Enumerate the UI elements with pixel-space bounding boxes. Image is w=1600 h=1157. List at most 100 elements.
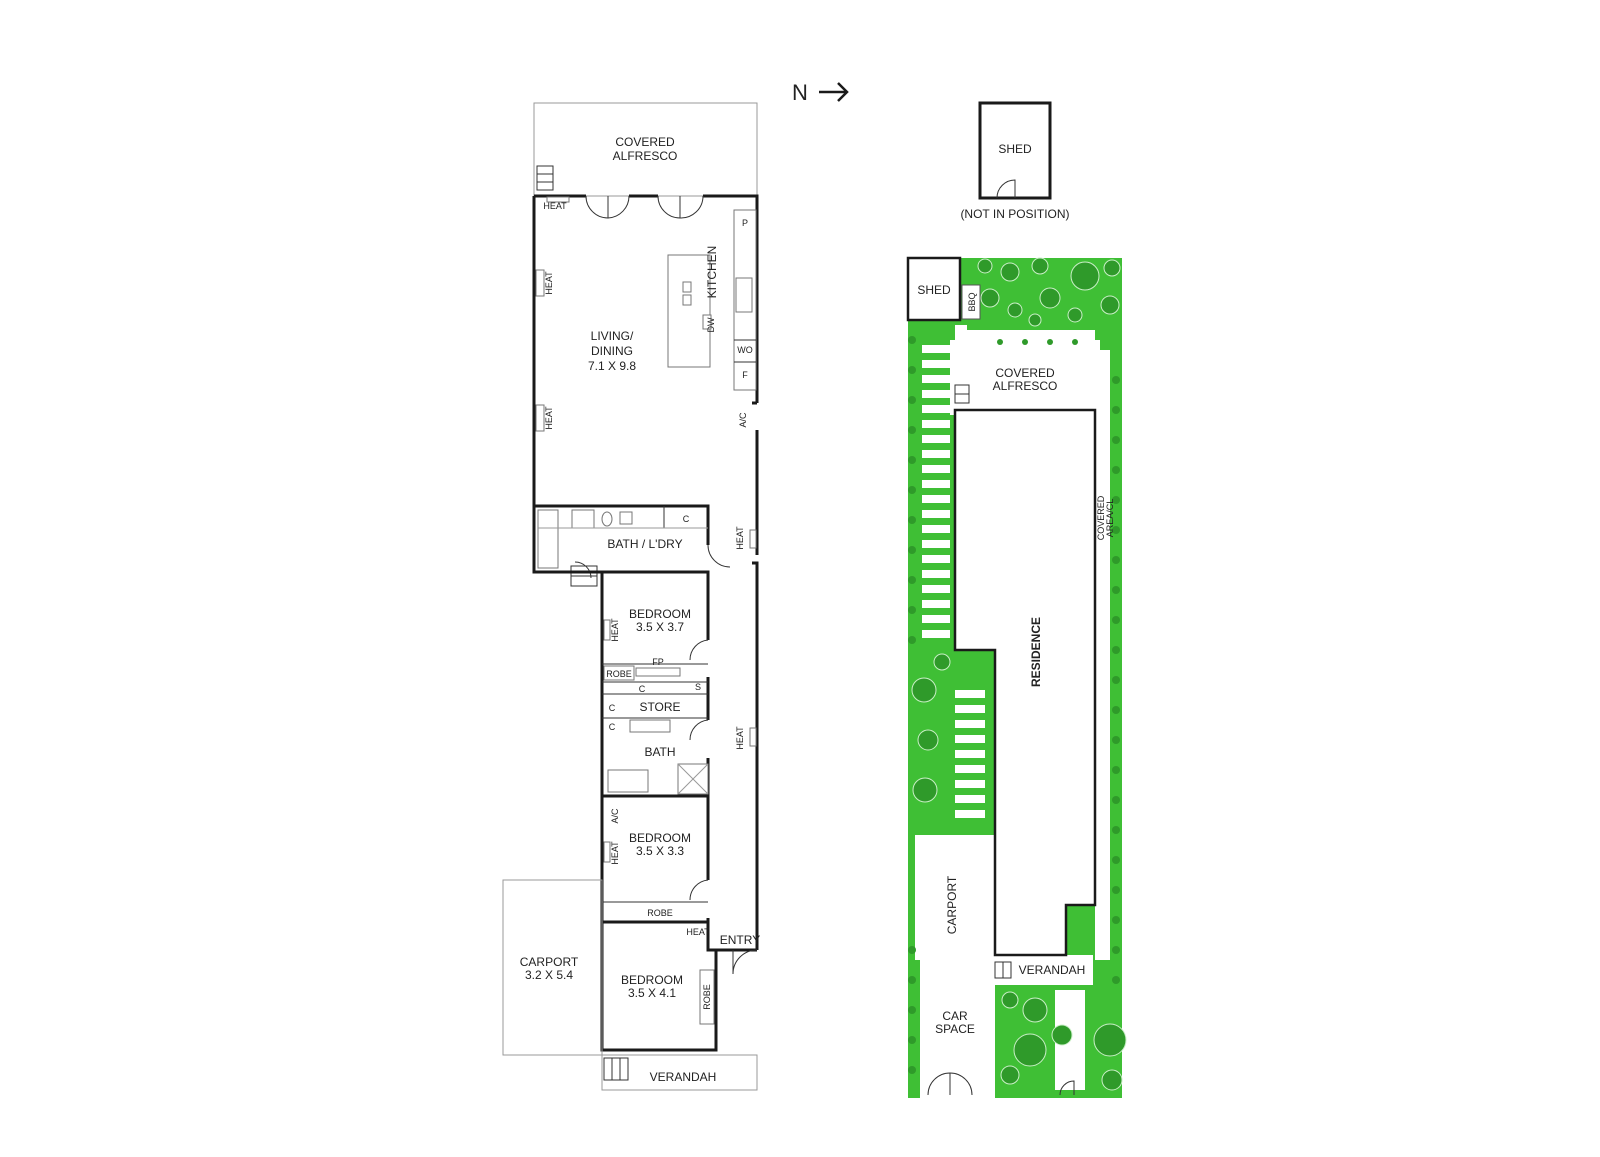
fridge-label: F <box>742 370 748 380</box>
vanity-icon <box>571 509 595 529</box>
bedroom-3-label: BEDROOM <box>621 973 683 987</box>
cupboard-label: C <box>609 722 616 732</box>
residence-outline <box>953 408 1097 957</box>
sink-icon <box>682 281 692 293</box>
heater-label: HEAT <box>544 406 554 430</box>
heater-icon <box>749 727 757 747</box>
dishwasher-icon <box>702 314 712 330</box>
heater-label: HEAT <box>610 841 620 865</box>
shed-detached-label: SHED <box>998 142 1032 156</box>
living-dining-label-2: DINING <box>591 344 633 358</box>
bedroom-2-size: 3.5 X 3.3 <box>636 844 684 858</box>
shed-not-in-position-note: (NOT IN POSITION) <box>960 207 1069 221</box>
verandah-outline <box>601 1054 758 1091</box>
steps-icon <box>536 165 554 191</box>
living-dining-size: 7.1 X 9.8 <box>588 359 636 373</box>
car-space-label-1: CAR <box>942 1009 968 1023</box>
shed <box>906 256 962 322</box>
door-icon <box>689 879 709 901</box>
kitchen-island <box>667 254 711 368</box>
covered-alfresco-label-1: COVERED <box>615 135 675 149</box>
site-verandah-label: VERANDAH <box>1019 963 1086 977</box>
wall-oven-label: WO <box>737 345 753 355</box>
north-indicator: N <box>792 80 849 105</box>
robe <box>603 665 635 681</box>
toilet-icon <box>601 511 613 527</box>
residence-label: RESIDENCE <box>1029 617 1043 687</box>
sink-icon <box>682 294 692 306</box>
gate-icon <box>927 1072 1075 1096</box>
door-icon <box>689 719 709 741</box>
verandah-area <box>993 955 1093 985</box>
bbq <box>961 284 981 320</box>
pantry-label: P <box>742 218 748 228</box>
site-carport-label: CARPORT <box>945 875 959 934</box>
site-covered-alfresco-label-2: ALFRESCO <box>993 379 1058 393</box>
cupboard-label: C <box>609 703 616 713</box>
floor-plan: COVERED ALFRESCO DW P WO F KITCHEN <box>502 102 760 1091</box>
ac-label: A/C <box>610 808 620 824</box>
verandah-label: VERANDAH <box>650 1070 717 1084</box>
robe-label: ROBE <box>702 984 712 1010</box>
heater-label: HEAT <box>544 271 554 295</box>
bathtub-icon <box>537 509 559 569</box>
site-covered-alfresco-label-1: COVERED <box>995 366 1055 380</box>
heater-label: HEAT <box>686 927 710 937</box>
site-plan: SHED (NOT IN POSITION) <box>906 101 1127 1100</box>
vanity-icon <box>629 719 671 733</box>
car-space-label-2: SPACE <box>935 1022 975 1036</box>
covered-area-label-1: COVERED <box>1096 495 1106 540</box>
covered-alfresco-label-2: ALFRESCO <box>613 149 678 163</box>
door-icon <box>996 179 1016 199</box>
heater-icon <box>535 404 545 432</box>
door-icon <box>707 544 731 568</box>
heater-icon <box>603 619 611 641</box>
bedroom-wing-walls <box>566 570 757 1052</box>
carport-label: CARPORT <box>520 955 579 969</box>
steps-icon <box>570 565 598 587</box>
washer-icon <box>619 511 633 525</box>
entry-label: ENTRY <box>720 933 760 947</box>
kitchen-label: KITCHEN <box>705 246 719 299</box>
shed-label: SHED <box>917 283 951 297</box>
heater-icon <box>603 841 611 863</box>
north-label: N <box>792 80 808 105</box>
living-dining-label-1: LIVING/ <box>591 329 634 343</box>
living-dining-walls <box>532 194 759 574</box>
dishwasher-label: DW <box>706 317 716 332</box>
heater-label: HEAT <box>735 526 745 550</box>
ac-label: A/C <box>738 412 748 428</box>
robe-label: ROBE <box>647 908 673 918</box>
door-icon <box>585 195 704 219</box>
shelf-label: S <box>695 682 701 692</box>
covered-area-label-2: AREA/CL <box>1105 499 1115 538</box>
paving-strips <box>922 345 985 818</box>
robe-label: ROBE <box>606 669 632 679</box>
heater-icon <box>535 269 545 297</box>
hallway-east-wall <box>752 430 759 950</box>
heater-label: HEAT <box>735 726 745 750</box>
carport-outline <box>502 879 603 1056</box>
steps-icon <box>994 961 1012 979</box>
carport-area <box>915 835 995 960</box>
bath-label: BATH <box>644 745 675 759</box>
heater-label: HEAT <box>610 618 620 642</box>
tree-icons <box>911 257 1127 1091</box>
covered-alfresco-area <box>950 340 1100 415</box>
bedroom-3-size: 3.5 X 4.1 <box>628 986 676 1000</box>
bedroom-3-walls <box>602 950 718 1052</box>
steps-icon <box>954 384 970 404</box>
heater-label: HEAT <box>543 201 567 211</box>
cupboard-label: C <box>639 684 646 694</box>
bedroom-1-label: BEDROOM <box>629 607 691 621</box>
robe <box>699 969 715 1025</box>
hedge-icons <box>908 336 1120 1074</box>
cooktop-icon <box>735 277 753 313</box>
bedroom-1-size: 3.5 X 3.7 <box>636 620 684 634</box>
bathtub-icon <box>607 769 649 793</box>
bedroom-2-label: BEDROOM <box>629 831 691 845</box>
carport-size: 3.2 X 5.4 <box>525 968 573 982</box>
heater-icon <box>546 196 570 203</box>
heater-icon <box>749 529 757 549</box>
